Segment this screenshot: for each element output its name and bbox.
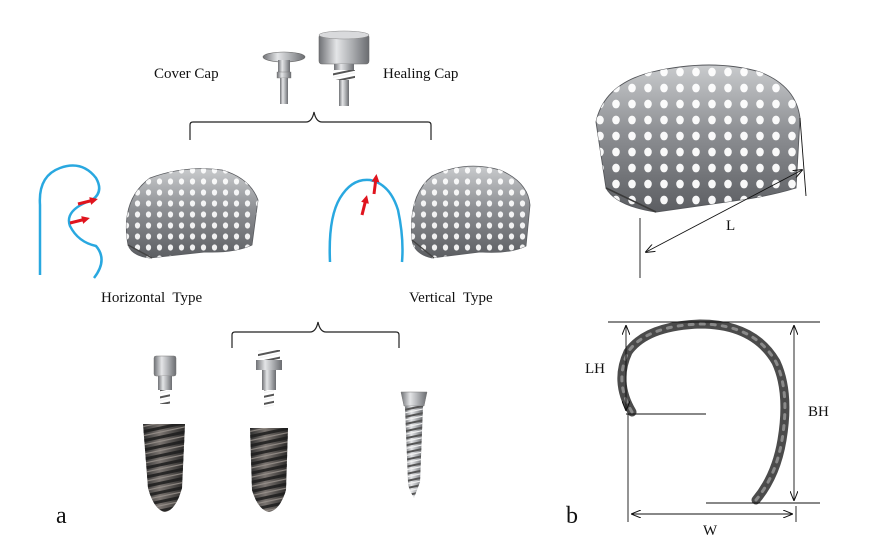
top-brace (189, 111, 432, 140)
mesh-cross-section-image (617, 319, 790, 505)
vertical-type-label: Vertical Type (409, 290, 493, 306)
fixation-screw-image (400, 391, 428, 498)
horizontal-mesh-image (125, 168, 259, 259)
bottom-brace (231, 321, 400, 348)
length-dimension (639, 117, 807, 278)
implant-cover-screw-image (143, 355, 185, 512)
length-label: L (726, 218, 736, 234)
panel-a-label: a (56, 503, 67, 529)
vertical-mesh-image (411, 165, 531, 259)
vertical-type-bone-outline (328, 178, 404, 263)
healing-cap-image (318, 30, 370, 106)
cover-cap-image (262, 51, 306, 104)
panel-b-label: b (566, 503, 578, 529)
section-dimensions (608, 321, 820, 522)
titanium-mesh-image (595, 64, 801, 213)
lateral-height-label: LH (585, 361, 605, 377)
horizontal-type-label: Horizontal Type (101, 290, 203, 306)
horizontal-arrow-icon (69, 197, 98, 225)
vertical-arrow-icon (360, 174, 380, 216)
implant-abutment-image (250, 350, 288, 512)
cover-cap-label: Cover Cap (154, 66, 219, 82)
healing-cap-label: Healing Cap (383, 66, 459, 82)
buccal-height-label: BH (808, 404, 829, 420)
width-label: W (703, 523, 718, 539)
